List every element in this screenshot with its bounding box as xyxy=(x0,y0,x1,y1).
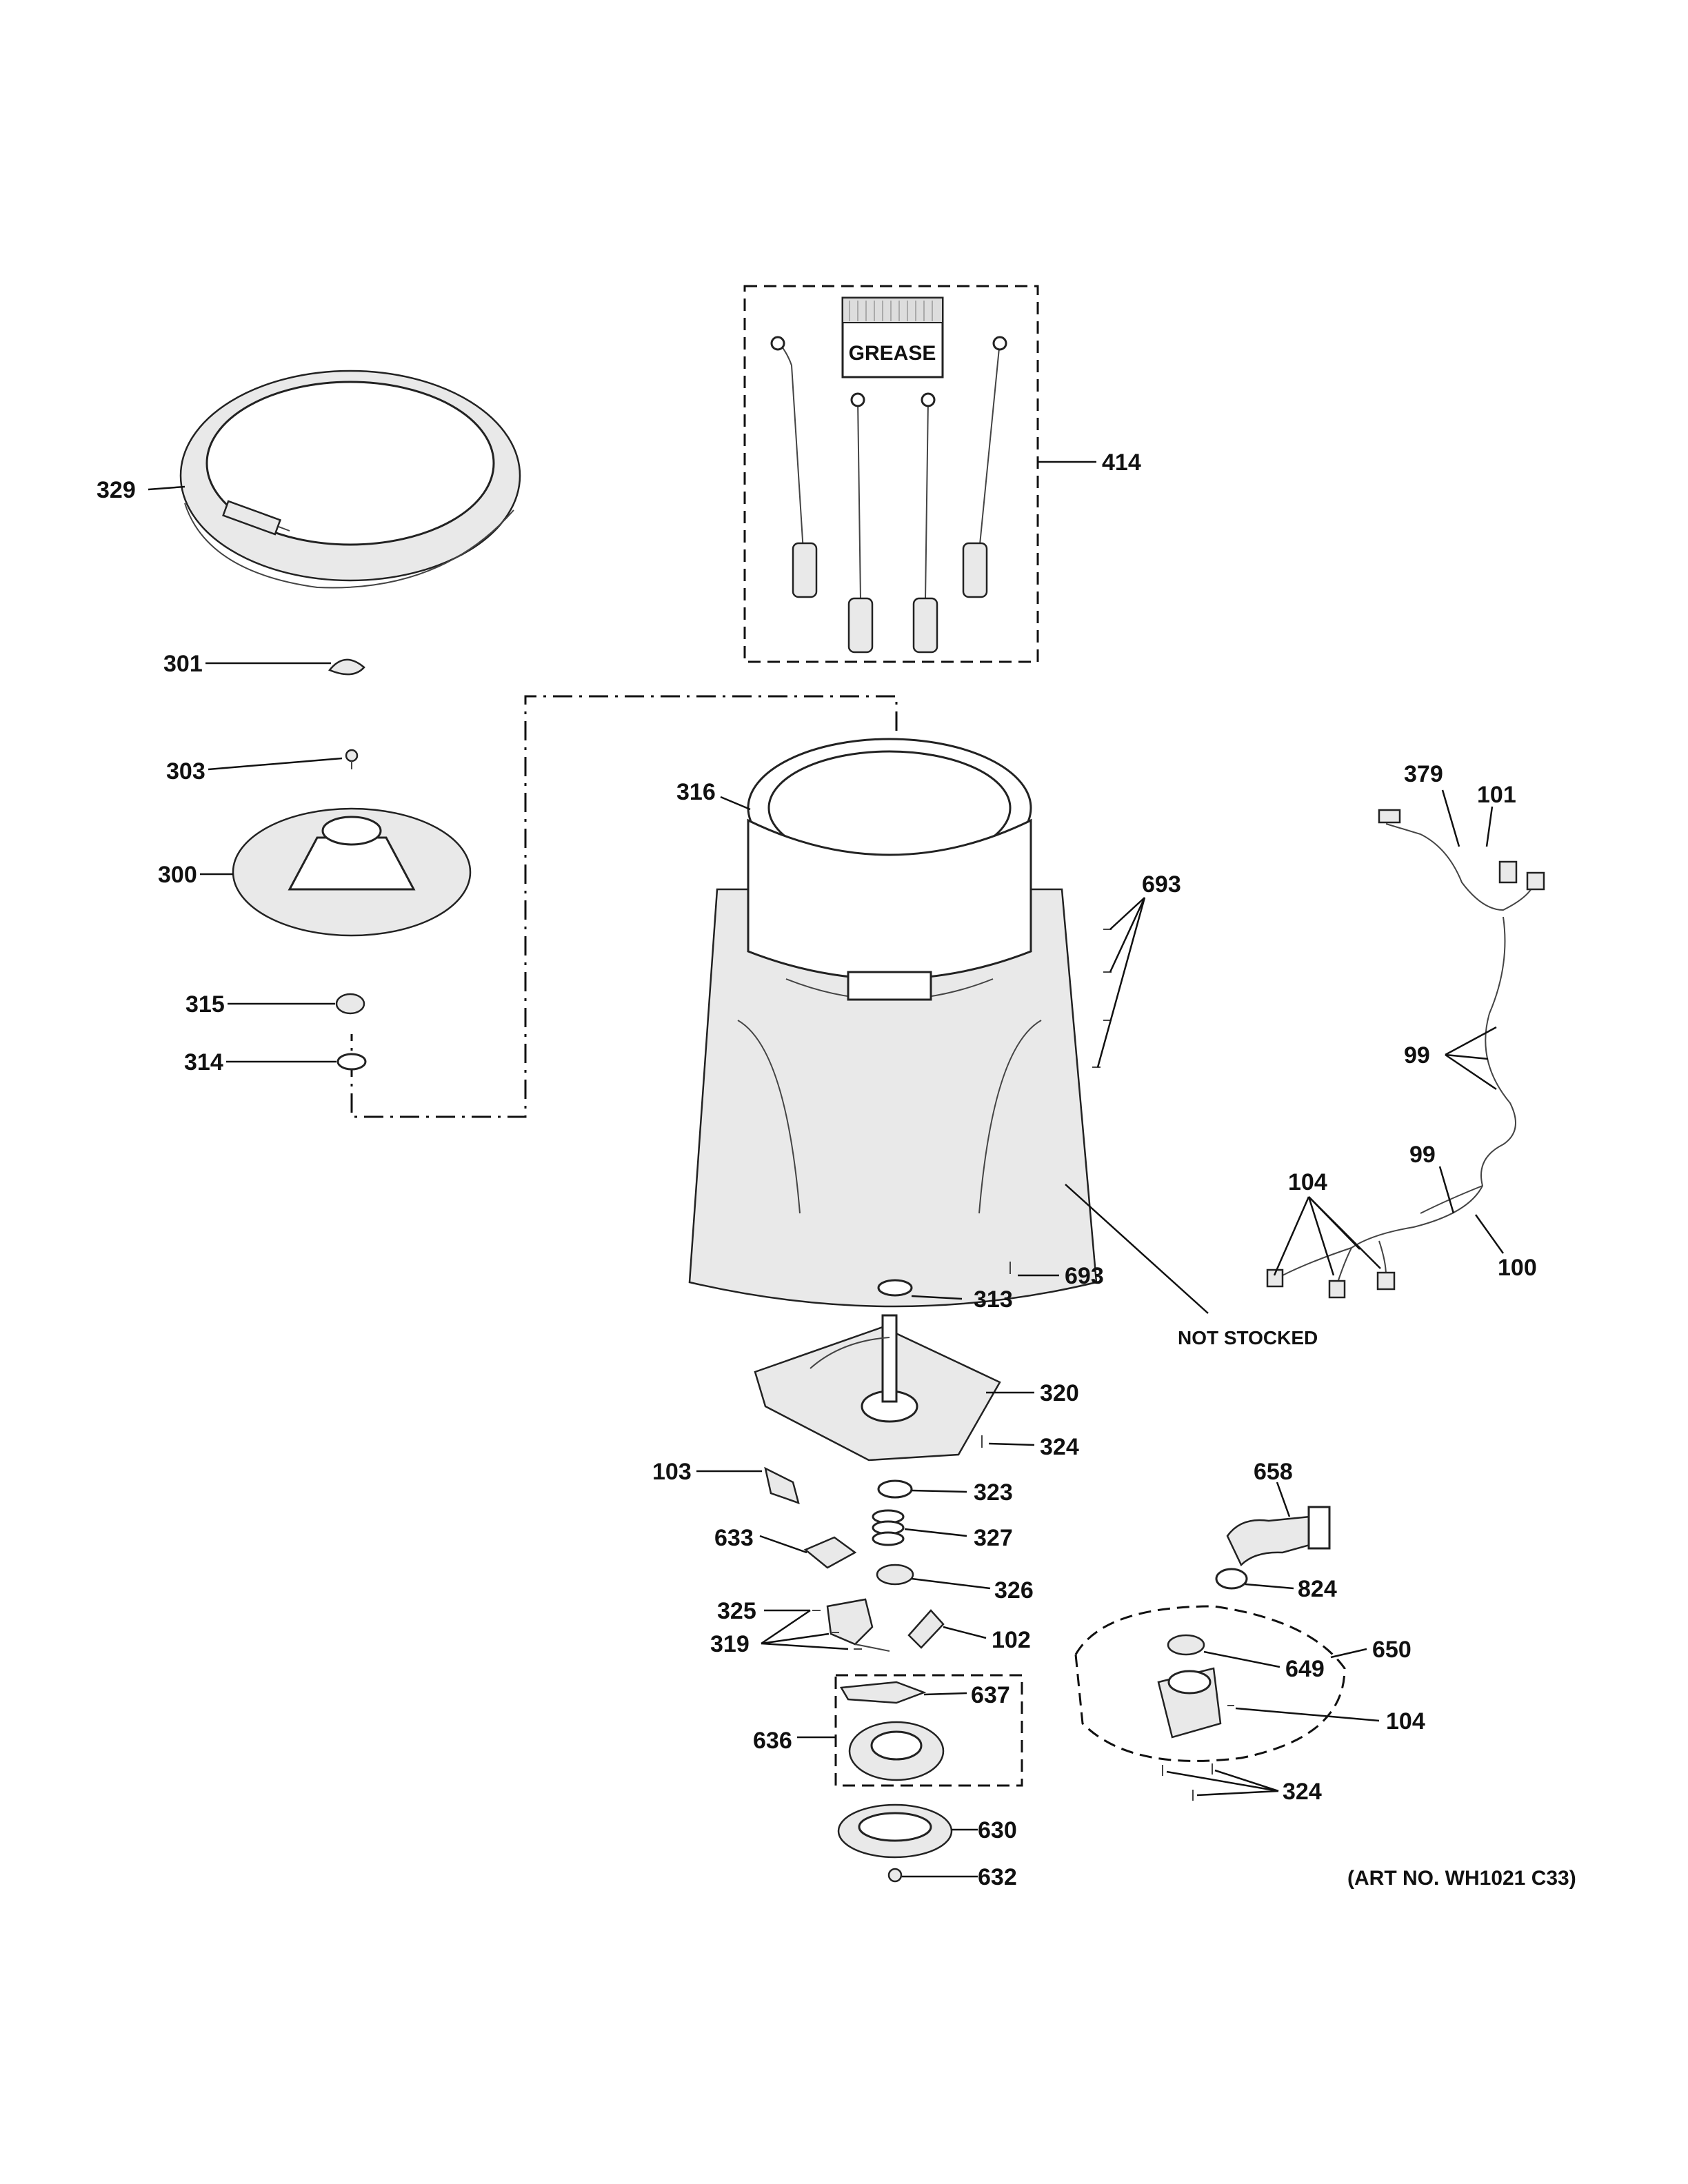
grease-packet: GREASE xyxy=(841,296,944,378)
suspension-rod xyxy=(847,392,874,654)
callout-649: 649 xyxy=(1285,1656,1325,1682)
wash-basket xyxy=(688,738,1098,1308)
callout-102: 102 xyxy=(992,1627,1031,1653)
callout-637: 637 xyxy=(971,1682,1010,1708)
seal-ring xyxy=(877,1479,913,1499)
callout-327: 327 xyxy=(974,1525,1013,1551)
callout-636: 636 xyxy=(753,1728,792,1754)
callout-99: 99 xyxy=(1409,1142,1436,1168)
callout-693: 693 xyxy=(1142,871,1181,898)
callout-326: 326 xyxy=(994,1577,1034,1604)
actuator xyxy=(907,1609,945,1649)
bracket xyxy=(764,1466,800,1504)
mounting-plate xyxy=(754,1314,1001,1462)
kit-414-dashed-box xyxy=(743,285,1039,663)
suspension-rod xyxy=(912,392,938,654)
callout-99: 99 xyxy=(1404,1042,1430,1069)
assembly-bracket-line xyxy=(350,695,898,1118)
callout-100: 100 xyxy=(1498,1255,1537,1281)
callout-300: 300 xyxy=(158,862,197,888)
art-number: (ART NO. WH1021 C33) xyxy=(1347,1867,1576,1890)
suspension-rod xyxy=(770,336,818,598)
agitator-cap xyxy=(328,658,365,676)
stator xyxy=(848,1721,945,1781)
callout-693: 693 xyxy=(1065,1263,1104,1289)
not-stocked-label: NOT STOCKED xyxy=(1178,1327,1318,1348)
callout-325: 325 xyxy=(717,1598,756,1624)
bearing xyxy=(876,1564,914,1586)
agitator-bolt xyxy=(345,749,359,769)
callout-319: 319 xyxy=(710,1631,750,1657)
callout-658: 658 xyxy=(1254,1459,1293,1485)
shifter xyxy=(826,1598,890,1652)
callout-314: 314 xyxy=(184,1049,223,1075)
callout-316: 316 xyxy=(676,779,716,805)
callout-104: 104 xyxy=(1288,1169,1327,1195)
impeller xyxy=(232,807,472,937)
callout-324: 324 xyxy=(1040,1434,1079,1460)
callout-324: 324 xyxy=(1283,1779,1322,1805)
callout-630: 630 xyxy=(978,1817,1017,1843)
stator-kit-dashed-box xyxy=(834,1674,1023,1787)
hose-clamp xyxy=(1215,1568,1248,1590)
hub-nut xyxy=(335,993,365,1015)
callout-301: 301 xyxy=(163,651,203,677)
callout-323: 323 xyxy=(974,1479,1013,1506)
callout-632: 632 xyxy=(978,1864,1017,1890)
callout-379: 379 xyxy=(1404,761,1443,787)
drain-hose xyxy=(1226,1506,1331,1567)
pump-seal xyxy=(1167,1634,1205,1656)
rotor xyxy=(837,1803,953,1859)
callout-101: 101 xyxy=(1477,782,1516,808)
callout-313: 313 xyxy=(974,1286,1013,1313)
callout-320: 320 xyxy=(1040,1380,1079,1406)
callout-103: 103 xyxy=(652,1459,692,1485)
pump-kit-dashed-outline xyxy=(1074,1605,1346,1762)
rotor-nut xyxy=(887,1868,903,1883)
grease-label: GREASE xyxy=(849,342,936,365)
wire-harness xyxy=(1266,809,1545,1299)
stator-bracket xyxy=(839,1681,927,1704)
drain-pump xyxy=(1157,1667,1222,1739)
suspension-rod xyxy=(962,336,1007,598)
callout-633: 633 xyxy=(714,1525,754,1551)
balance-ring xyxy=(179,370,521,589)
gasket xyxy=(877,1279,913,1297)
callout-414: 414 xyxy=(1102,449,1141,476)
callout-329: 329 xyxy=(97,477,136,503)
screw xyxy=(1092,929,1112,1068)
screw xyxy=(812,1610,862,1650)
sensor xyxy=(803,1536,857,1569)
callout-315: 315 xyxy=(185,991,225,1018)
callout-824: 824 xyxy=(1298,1576,1337,1602)
callout-650: 650 xyxy=(1372,1637,1411,1663)
callout-104: 104 xyxy=(1386,1708,1425,1735)
callout-303: 303 xyxy=(166,758,205,785)
screw xyxy=(1162,1763,1213,1801)
spring xyxy=(872,1509,905,1546)
washer xyxy=(336,1053,367,1071)
